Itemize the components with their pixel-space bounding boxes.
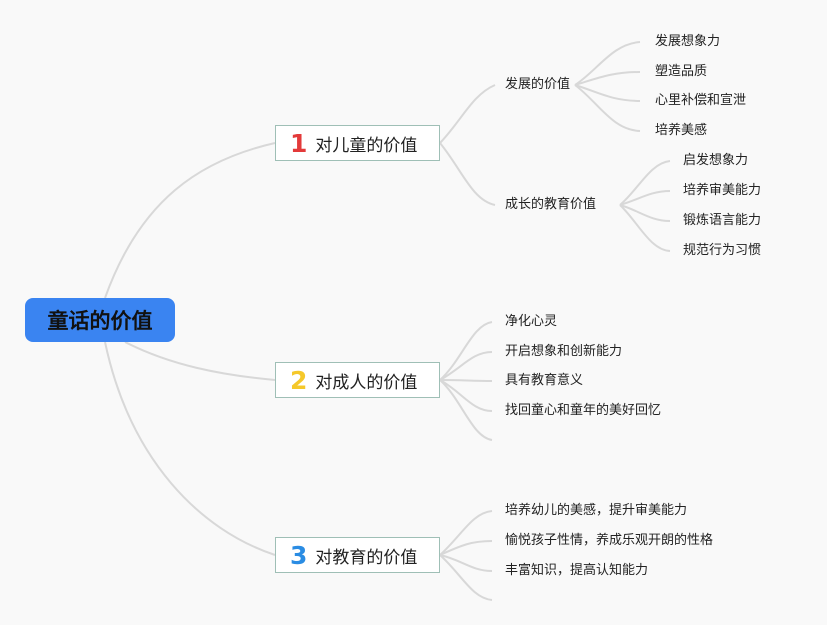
root-label: 童话的价值 [47, 309, 153, 333]
leaf-node[interactable]: 净化心灵 [505, 314, 558, 329]
leaf-node[interactable]: 愉悦孩子性情，养成乐观开朗的性格 [505, 533, 714, 548]
number-badge-1: 1 [290, 128, 308, 158]
branch-node-children-value[interactable]: 1 对儿童的价值 [275, 125, 440, 161]
branch-node-education-value[interactable]: 3 对教育的价值 [275, 537, 440, 573]
leaf-node[interactable]: 启发想象力 [683, 153, 749, 168]
number-badge-3: 3 [290, 540, 308, 570]
branch-node-adults-value[interactable]: 2 对成人的价值 [275, 362, 440, 398]
subnode-development-value[interactable]: 发展的价值 [505, 77, 571, 92]
leaf-node[interactable]: 丰富知识，提高认知能力 [505, 563, 649, 578]
leaf-node[interactable]: 锻炼语言能力 [683, 213, 762, 228]
branch-label: 对成人的价值 [315, 372, 418, 393]
leaf-node[interactable]: 培养美感 [655, 123, 708, 138]
branch-label: 对教育的价值 [315, 547, 418, 568]
leaf-node[interactable]: 塑造品质 [655, 64, 708, 79]
leaf-node[interactable]: 发展想象力 [655, 34, 721, 49]
leaf-node[interactable]: 开启想象和创新能力 [505, 344, 623, 359]
leaf-node[interactable]: 心里补偿和宣泄 [655, 93, 747, 108]
leaf-node[interactable]: 具有教育意义 [505, 373, 584, 388]
connector-b1-sub2 [439, 142, 496, 206]
leaf-node[interactable]: 找回童心和童年的美好回忆 [505, 403, 662, 418]
leaf-node[interactable]: 培养审美能力 [683, 183, 762, 198]
connector-root-branch2 [124, 341, 276, 381]
leaf-node[interactable]: 规范行为习惯 [683, 243, 762, 258]
subnode-growth-education-value[interactable]: 成长的教育价值 [505, 197, 597, 212]
branch-label: 对儿童的价值 [315, 135, 418, 156]
leaf-node[interactable]: 培养幼儿的美感，提升审美能力 [505, 503, 688, 518]
connector-root-branch3 [104, 341, 276, 556]
connector-b1-sub1 [439, 84, 496, 144]
root-node[interactable]: 童话的价值 [25, 298, 175, 342]
number-badge-2: 2 [290, 365, 308, 395]
connector-root-branch1 [104, 142, 276, 299]
